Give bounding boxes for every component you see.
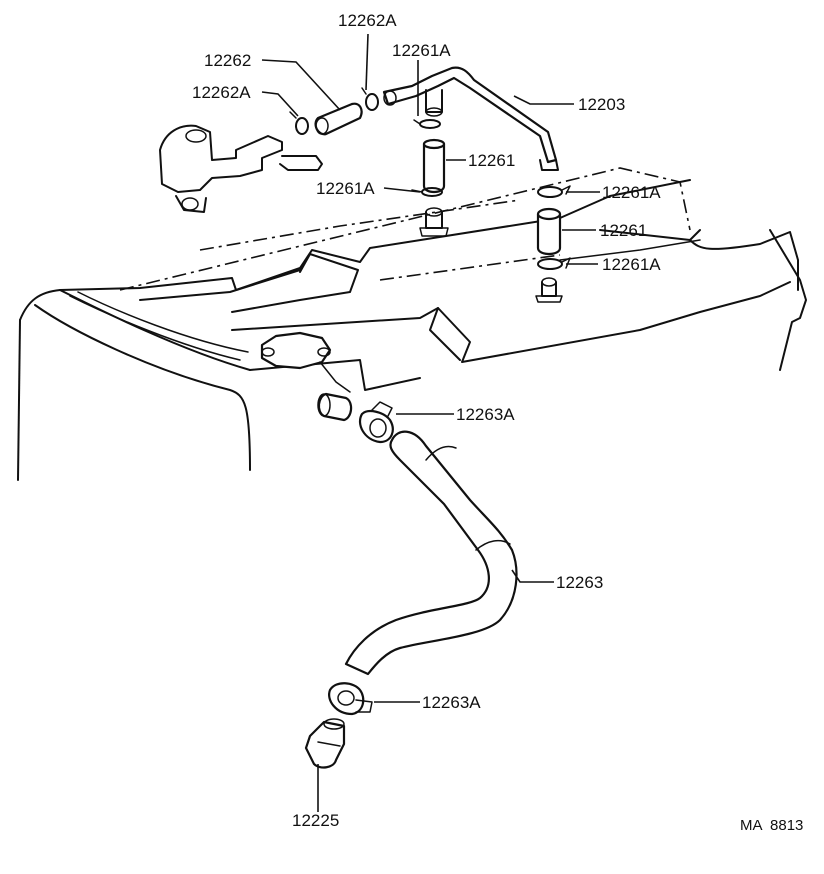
drawing-code: MA 8813 <box>740 817 803 834</box>
hose-12262 <box>314 102 363 136</box>
label-12262A-top: 12262A <box>338 11 397 30</box>
clamp-12263A-lower <box>328 682 373 716</box>
label-12261A-right-1: 12261A <box>602 183 661 202</box>
union-12225 <box>304 718 346 769</box>
hose-12263 <box>344 430 518 676</box>
clamp-12263A-upper <box>358 401 394 444</box>
label-12203: 12203 <box>578 95 625 114</box>
label-12262: 12262 <box>204 51 251 70</box>
leader-lines <box>261 33 600 812</box>
label-12261A-top: 12261A <box>392 41 451 60</box>
clamp-12261A-right-top <box>537 185 571 198</box>
label-12262A-left: 12262A <box>192 83 251 102</box>
throttle-body-fitting <box>159 124 323 213</box>
label-12263A-upper: 12263A <box>456 405 515 424</box>
nipple-right <box>535 277 563 303</box>
clamp-12261A-right-bottom <box>537 257 571 270</box>
clamp-12262A-left <box>289 111 309 135</box>
label-12261A-right-2: 12261A <box>602 255 661 274</box>
label-12263: 12263 <box>556 573 603 592</box>
hose-12261-upper <box>422 138 446 194</box>
label-12261-right: 12261 <box>600 221 647 240</box>
clamp-12261A-upper-top <box>413 119 441 129</box>
part-labels: 12262A 12262 12262A 12261A 12203 12261 1… <box>192 11 661 830</box>
label-12261-upper: 12261 <box>468 151 515 170</box>
label-12263A-lower: 12263A <box>422 693 481 712</box>
clamp-12262A-top <box>361 87 379 111</box>
label-12261A-left: 12261A <box>316 179 375 198</box>
breather-outlet <box>317 392 353 422</box>
hose-12261-right <box>536 207 562 256</box>
oil-filler-cap <box>260 331 351 393</box>
nipple-upper <box>419 207 449 237</box>
pcv-pipe-12203 <box>382 66 559 171</box>
label-12225: 12225 <box>292 811 339 830</box>
